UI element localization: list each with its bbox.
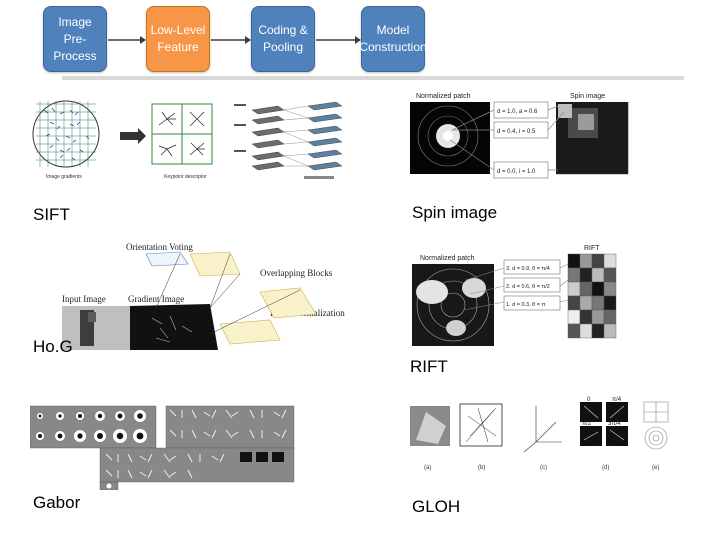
- gloh-sub-d: (d): [602, 465, 609, 471]
- step-label: Image Pre-Process: [53, 14, 97, 63]
- arrow-icon: [316, 36, 361, 44]
- caption-sift: SIFT: [33, 205, 70, 224]
- coding-pooling-figure: [234, 101, 343, 179]
- hog-overlapping-blocks: Overlapping Blocks: [260, 268, 333, 278]
- gloh-angle-3: 3π/4: [608, 421, 621, 427]
- step-image-preprocess: Image Pre-Process: [43, 6, 107, 72]
- gloh-sub-c: (c): [540, 465, 547, 471]
- step-model-construction: Model Construction: [359, 6, 427, 72]
- rift-param-1: 3. d = 0.9, θ = π/4: [506, 266, 550, 272]
- spin-image-figure: Normalized patch Spin image d = 1.0, a =…: [410, 93, 629, 179]
- gloh-angle-2: π/2: [582, 421, 592, 427]
- rift-param-3: 1. d = 0.3, θ = π: [506, 302, 545, 308]
- rift-title: RIFT: [584, 245, 600, 252]
- gloh-figure: 0 π/4 π/2 3π/4 (a) (b) (c) (d) (e): [410, 397, 669, 471]
- section-divider: [62, 76, 684, 80]
- spin-normalized-patch-label: Normalized patch: [416, 93, 471, 100]
- gloh-angle-0: 0: [587, 397, 591, 403]
- caption-rift: RIFT: [410, 357, 448, 376]
- sift-sub-right: Keypoint descriptor: [164, 174, 207, 180]
- step-label: Coding & Pooling: [258, 23, 308, 54]
- spin-image-label: Spin image: [570, 93, 605, 100]
- sift-sub-left: Image gradients: [46, 174, 82, 180]
- rift-param-2: 2. d = 0.6, θ = π/2: [506, 284, 550, 290]
- step-coding-pooling: Coding & Pooling: [251, 6, 315, 72]
- spin-param-3: d = 0.0, i = 1.0: [497, 169, 536, 175]
- spin-param-2: d = 0.4, i = 0.5: [497, 129, 536, 135]
- gloh-sub-b: (b): [478, 465, 485, 471]
- step-label: Low-Level Feature: [150, 23, 206, 54]
- hog-figure: Orientation Voting Overlapping Blocks In…: [62, 242, 345, 350]
- caption-spin-image: Spin image: [412, 203, 498, 222]
- gloh-angle-1: π/4: [612, 397, 622, 403]
- rift-figure: Normalized patch RIFT 3. d = 0.9, θ = π/…: [412, 245, 617, 346]
- rift-normalized-patch-label: Normalized patch: [420, 255, 475, 262]
- gloh-sub-a: (a): [424, 465, 431, 471]
- hog-gradient-image: Gradient Image: [128, 294, 184, 304]
- arrow-icon: [108, 36, 146, 44]
- spin-param-1: d = 1.0, a = 0.6: [497, 109, 538, 115]
- caption-gabor: Gabor: [33, 493, 81, 512]
- hog-input-image: Input Image: [62, 294, 106, 304]
- hog-orientation-voting: Orientation Voting: [126, 242, 193, 252]
- sift-figure: Image gradients Keypoint descriptor: [32, 100, 213, 180]
- caption-gloh: GLOH: [412, 497, 461, 516]
- arrow-icon: [211, 36, 251, 44]
- gabor-figure: [30, 405, 295, 490]
- gloh-sub-e: (e): [652, 465, 659, 471]
- step-low-level-feature: Low-Level Feature: [146, 6, 210, 72]
- caption-hog: Ho.G: [33, 337, 73, 356]
- step-label: Model Construction: [359, 23, 427, 54]
